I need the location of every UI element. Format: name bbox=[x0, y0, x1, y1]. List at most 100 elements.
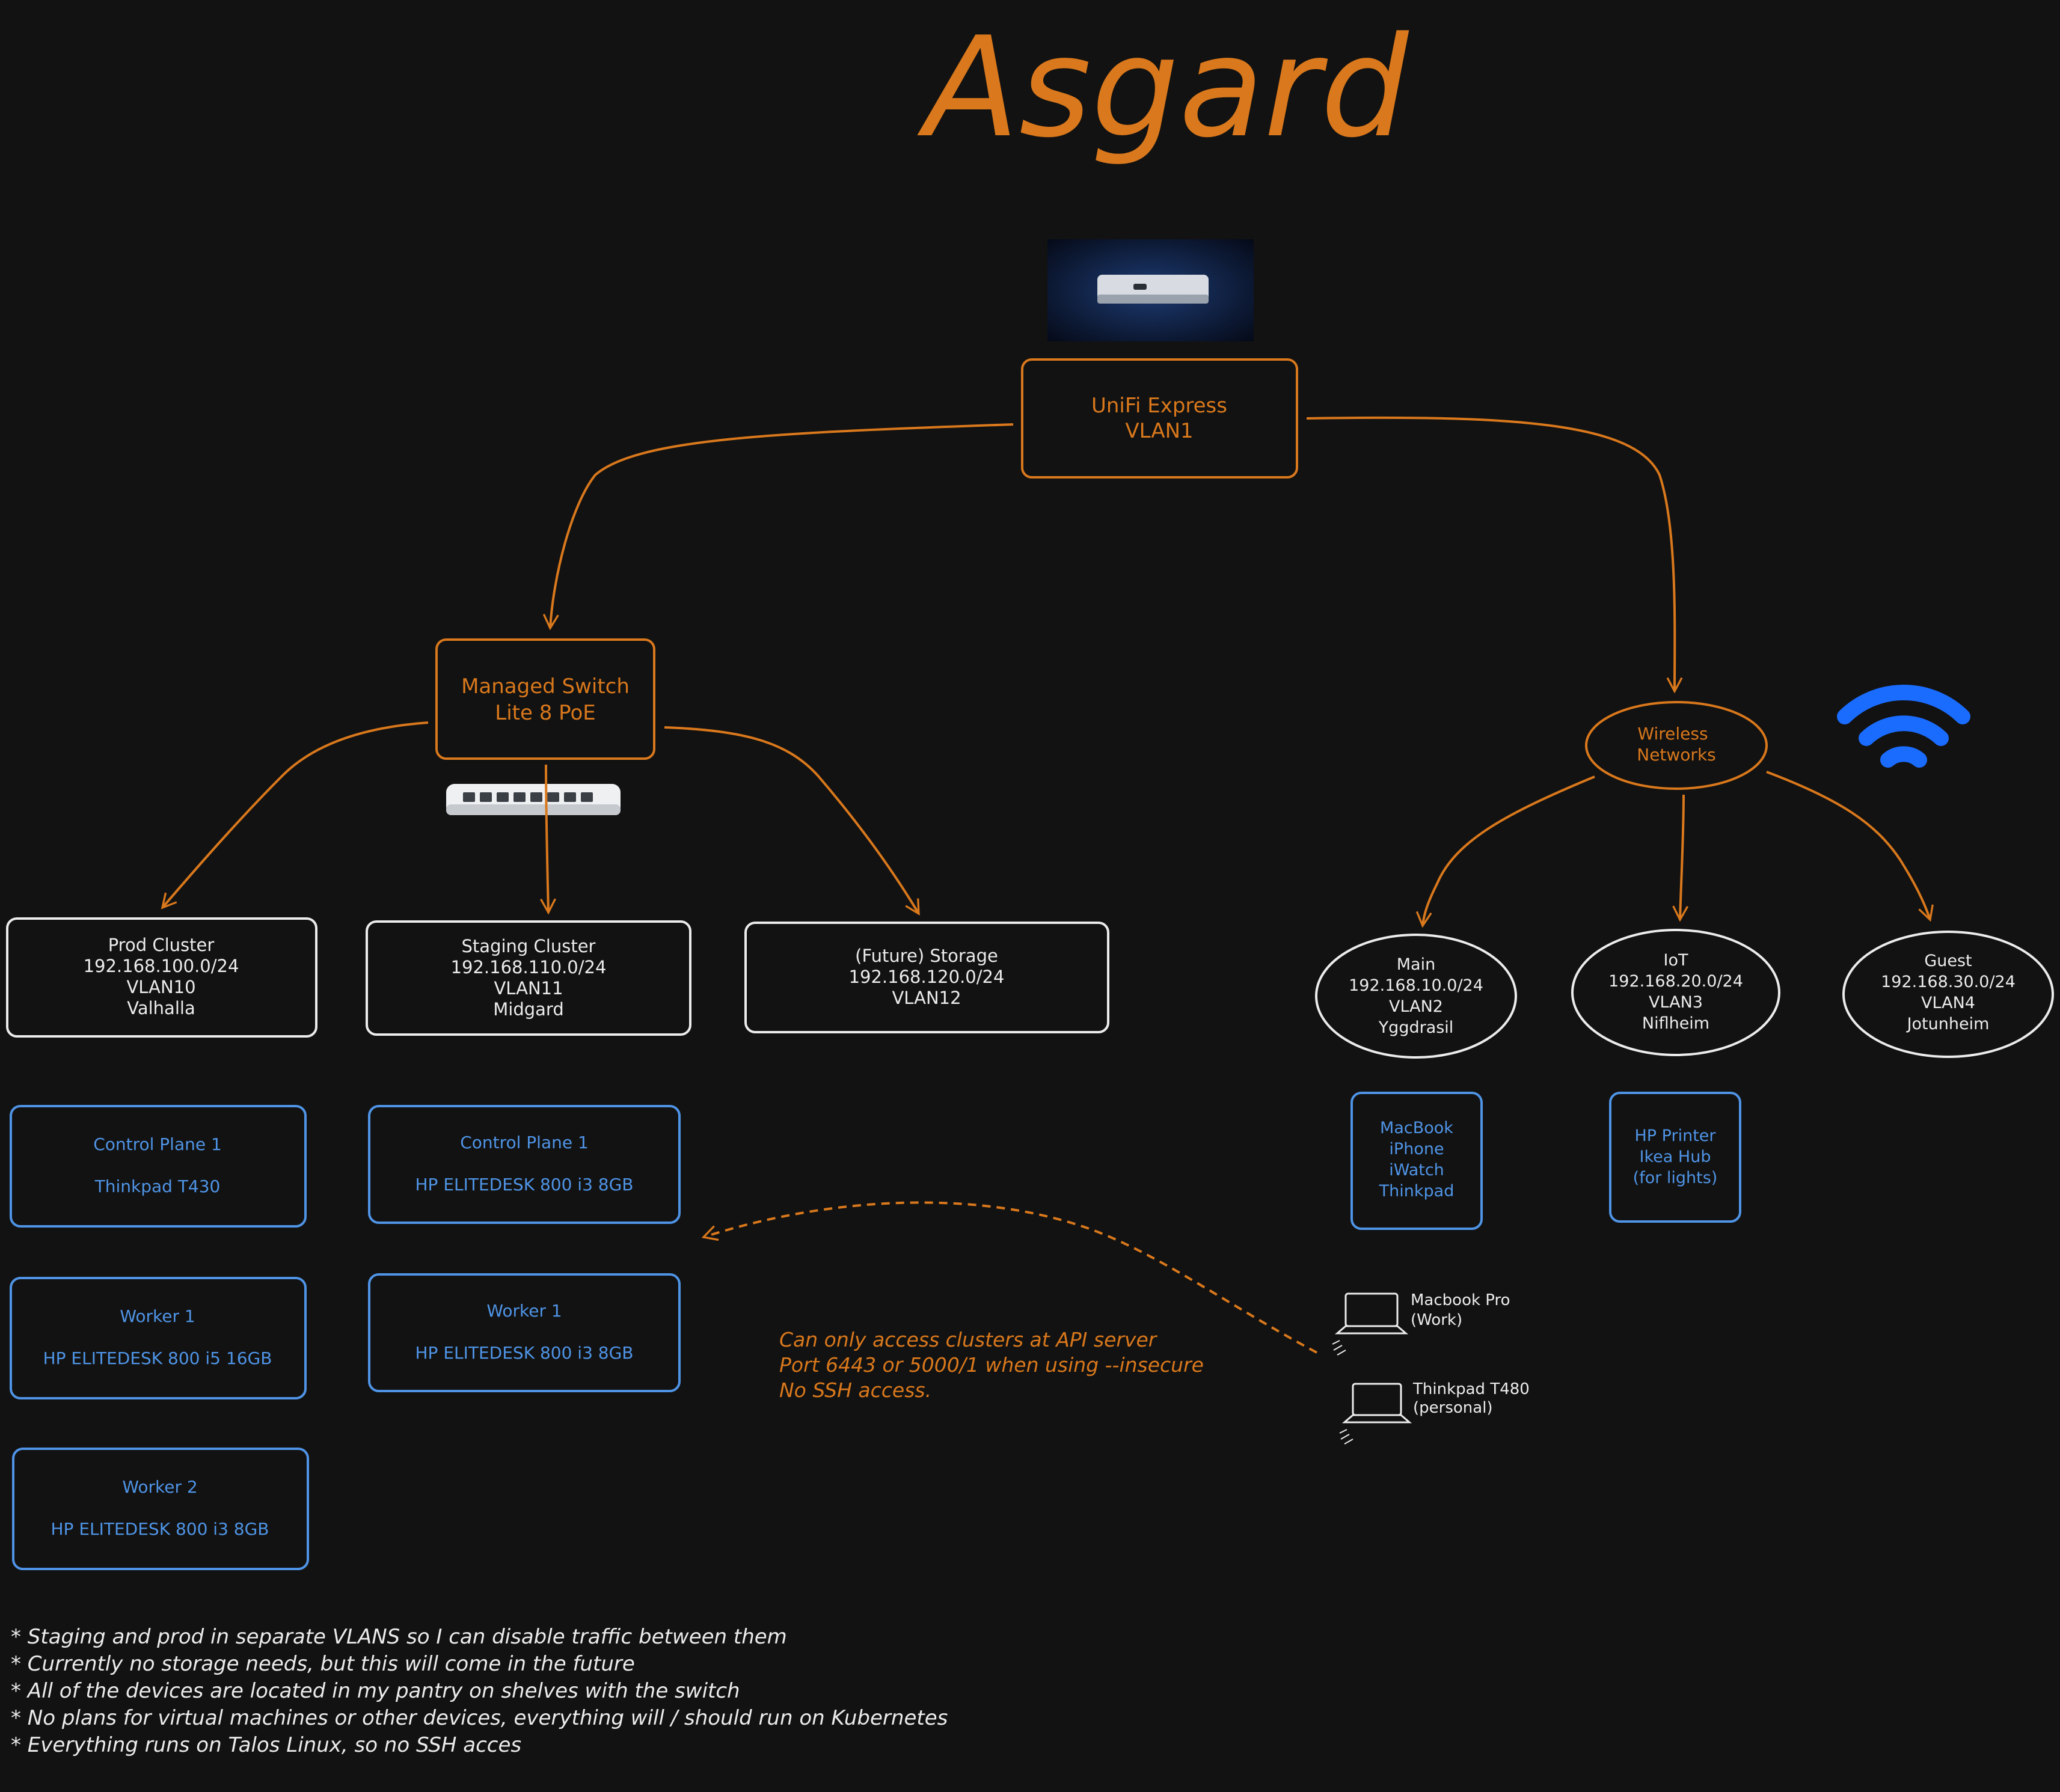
network-codename: Niflheim bbox=[1642, 1014, 1709, 1033]
switch-port bbox=[480, 792, 492, 802]
laptop-owner: (Work) bbox=[1411, 1311, 1462, 1329]
network-vlan: VLAN4 bbox=[1921, 994, 1975, 1012]
laptop-icon bbox=[1339, 1383, 1412, 1445]
cluster-vlan: VLAN11 bbox=[494, 978, 563, 998]
network-codename: Yggdrasil bbox=[1378, 1018, 1454, 1037]
laptop-personal[interactable]: Thinkpad T480 (personal) bbox=[1339, 1380, 1530, 1445]
router-vlan-label: VLAN1 bbox=[1125, 419, 1193, 443]
network-codename: Jotunheim bbox=[1906, 1015, 1990, 1033]
network-subnet: 192.168.10.0/24 bbox=[1349, 976, 1483, 995]
wireless-networks-node[interactable]: Wireless Networks bbox=[1585, 701, 1768, 790]
cluster-subnet: 192.168.120.0/24 bbox=[849, 967, 1005, 987]
switch-model-label: Lite 8 PoE bbox=[495, 701, 595, 725]
prod-worker-1[interactable]: Worker 1 HP ELITEDESK 800 i5 16GB bbox=[10, 1277, 307, 1399]
wireless-to-main-arrow bbox=[1415, 775, 1595, 928]
wifi-network-guest[interactable]: Guest 192.168.30.0/24 VLAN4 Jotunheim bbox=[1842, 931, 2054, 1058]
device-name: MacBook bbox=[1380, 1119, 1453, 1137]
node-hardware: Thinkpad T430 bbox=[94, 1176, 221, 1196]
wireless-label: Wireless bbox=[1637, 724, 1708, 744]
network-vlan: VLAN3 bbox=[1649, 993, 1703, 1012]
cluster-vlan: VLAN12 bbox=[892, 988, 961, 1008]
cluster-subnet: 192.168.110.0/24 bbox=[451, 957, 607, 977]
switch-port bbox=[513, 792, 526, 802]
cluster-staging[interactable]: Staging Cluster 192.168.110.0/24 VLAN11 … bbox=[366, 920, 691, 1036]
diagram-title: Asgard bbox=[917, 8, 1409, 168]
prod-worker-2[interactable]: Worker 2 HP ELITEDESK 800 i3 8GB bbox=[12, 1448, 309, 1570]
access-dashed-arrow bbox=[701, 1201, 1317, 1354]
note-item: * Staging and prod in separate VLANS so … bbox=[11, 1625, 787, 1649]
notes-list: * Staging and prod in separate VLANS so … bbox=[11, 1625, 948, 1757]
laptop-icon bbox=[1332, 1292, 1409, 1356]
cluster-codename: Midgard bbox=[493, 999, 564, 1020]
note-item: * No plans for virtual machines or other… bbox=[11, 1706, 948, 1730]
wifi-network-iot[interactable]: IoT 192.168.20.0/24 VLAN3 Niflheim bbox=[1571, 929, 1780, 1056]
device-name: (for lights) bbox=[1633, 1169, 1718, 1187]
device-name: Thinkpad bbox=[1379, 1182, 1455, 1200]
cluster-storage[interactable]: (Future) Storage 192.168.120.0/24 VLAN12 bbox=[744, 922, 1109, 1033]
wifi-network-main[interactable]: Main 192.168.10.0/24 VLAN2 Yggdrasil bbox=[1315, 934, 1517, 1059]
switch-box[interactable] bbox=[435, 638, 655, 760]
switch-port bbox=[497, 792, 509, 802]
note-item: * Everything runs on Talos Linux, so no … bbox=[11, 1733, 521, 1757]
node-role: Control Plane 1 bbox=[460, 1133, 589, 1152]
wifi-icon bbox=[1837, 685, 1970, 768]
router-to-wireless-arrow bbox=[1306, 416, 1683, 694]
router-image bbox=[1047, 239, 1254, 341]
switch-port bbox=[547, 792, 559, 802]
cluster-name: (Future) Storage bbox=[855, 946, 998, 966]
node-role: Worker 1 bbox=[486, 1301, 562, 1321]
access-note-line: No SSH access. bbox=[779, 1378, 931, 1402]
cluster-subnet: 192.168.100.0/24 bbox=[84, 956, 239, 976]
network-vlan: VLAN2 bbox=[1389, 997, 1443, 1016]
network-subnet: 192.168.20.0/24 bbox=[1608, 972, 1743, 991]
switch-to-prod-arrow bbox=[161, 721, 429, 910]
node-hardware: HP ELITEDESK 800 i3 8GB bbox=[51, 1519, 269, 1539]
staging-control-plane-1[interactable]: Control Plane 1 HP ELITEDESK 800 i3 8GB bbox=[368, 1105, 681, 1224]
network-subnet: 192.168.30.0/24 bbox=[1881, 973, 2016, 991]
note-item: * Currently no storage needs, but this w… bbox=[11, 1652, 635, 1676]
router-box[interactable] bbox=[1021, 358, 1298, 479]
device-name: Ikea Hub bbox=[1640, 1148, 1711, 1166]
node-hardware: HP ELITEDESK 800 i5 16GB bbox=[43, 1348, 272, 1368]
switch-to-storage-arrow bbox=[664, 726, 920, 916]
node-hardware: HP ELITEDESK 800 i3 8GB bbox=[415, 1175, 633, 1194]
wireless-label-2: Networks bbox=[1637, 745, 1716, 765]
switch-image bbox=[446, 784, 621, 815]
node-role: Worker 1 bbox=[120, 1306, 195, 1326]
access-note-line: Port 6443 or 5000/1 when using --insecur… bbox=[779, 1353, 1204, 1377]
wireless-to-iot-arrow bbox=[1672, 794, 1689, 922]
switch-port bbox=[564, 792, 576, 802]
laptop-name: Macbook Pro bbox=[1411, 1291, 1510, 1309]
node-hardware: HP ELITEDESK 800 i3 8GB bbox=[415, 1343, 633, 1363]
laptop-work[interactable]: Macbook Pro (Work) bbox=[1332, 1291, 1510, 1356]
main-network-devices[interactable]: MacBook iPhone iWatch Thinkpad bbox=[1350, 1092, 1483, 1230]
switch-port bbox=[581, 792, 593, 802]
switch-label: Managed Switch bbox=[461, 674, 630, 699]
laptop-owner: (personal) bbox=[1413, 1399, 1493, 1417]
cluster-name: Prod Cluster bbox=[108, 935, 215, 955]
iot-network-devices[interactable]: HP Printer Ikea Hub (for lights) bbox=[1609, 1092, 1741, 1223]
note-item: * All of the devices are located in my p… bbox=[11, 1679, 740, 1703]
staging-worker-1[interactable]: Worker 1 HP ELITEDESK 800 i3 8GB bbox=[368, 1273, 681, 1392]
node-role: Worker 2 bbox=[122, 1477, 197, 1497]
device-name: HP Printer bbox=[1635, 1127, 1717, 1145]
access-note-line: Can only access clusters at API server bbox=[779, 1328, 1158, 1351]
switch-port bbox=[463, 792, 475, 802]
network-name: IoT bbox=[1664, 951, 1688, 970]
prod-control-plane-1[interactable]: Control Plane 1 Thinkpad T430 bbox=[10, 1105, 307, 1228]
cluster-prod[interactable]: Prod Cluster 192.168.100.0/24 VLAN10 Val… bbox=[6, 917, 317, 1038]
switch-port bbox=[530, 792, 542, 802]
router-label: UniFi Express bbox=[1091, 394, 1227, 418]
network-name: Main bbox=[1397, 955, 1435, 974]
network-name: Guest bbox=[1924, 952, 1972, 970]
switch-to-staging-arrow bbox=[540, 764, 556, 915]
device-name: iPhone bbox=[1389, 1140, 1444, 1158]
device-name: iWatch bbox=[1389, 1161, 1444, 1179]
cluster-codename: Valhalla bbox=[127, 998, 195, 1018]
router-to-switch-arrow bbox=[542, 423, 1014, 631]
laptop-name: Thinkpad T480 bbox=[1412, 1380, 1530, 1398]
node-role: Control Plane 1 bbox=[93, 1134, 222, 1154]
cluster-name: Staging Cluster bbox=[462, 936, 596, 956]
wireless-to-guest-arrow bbox=[1766, 771, 1934, 922]
